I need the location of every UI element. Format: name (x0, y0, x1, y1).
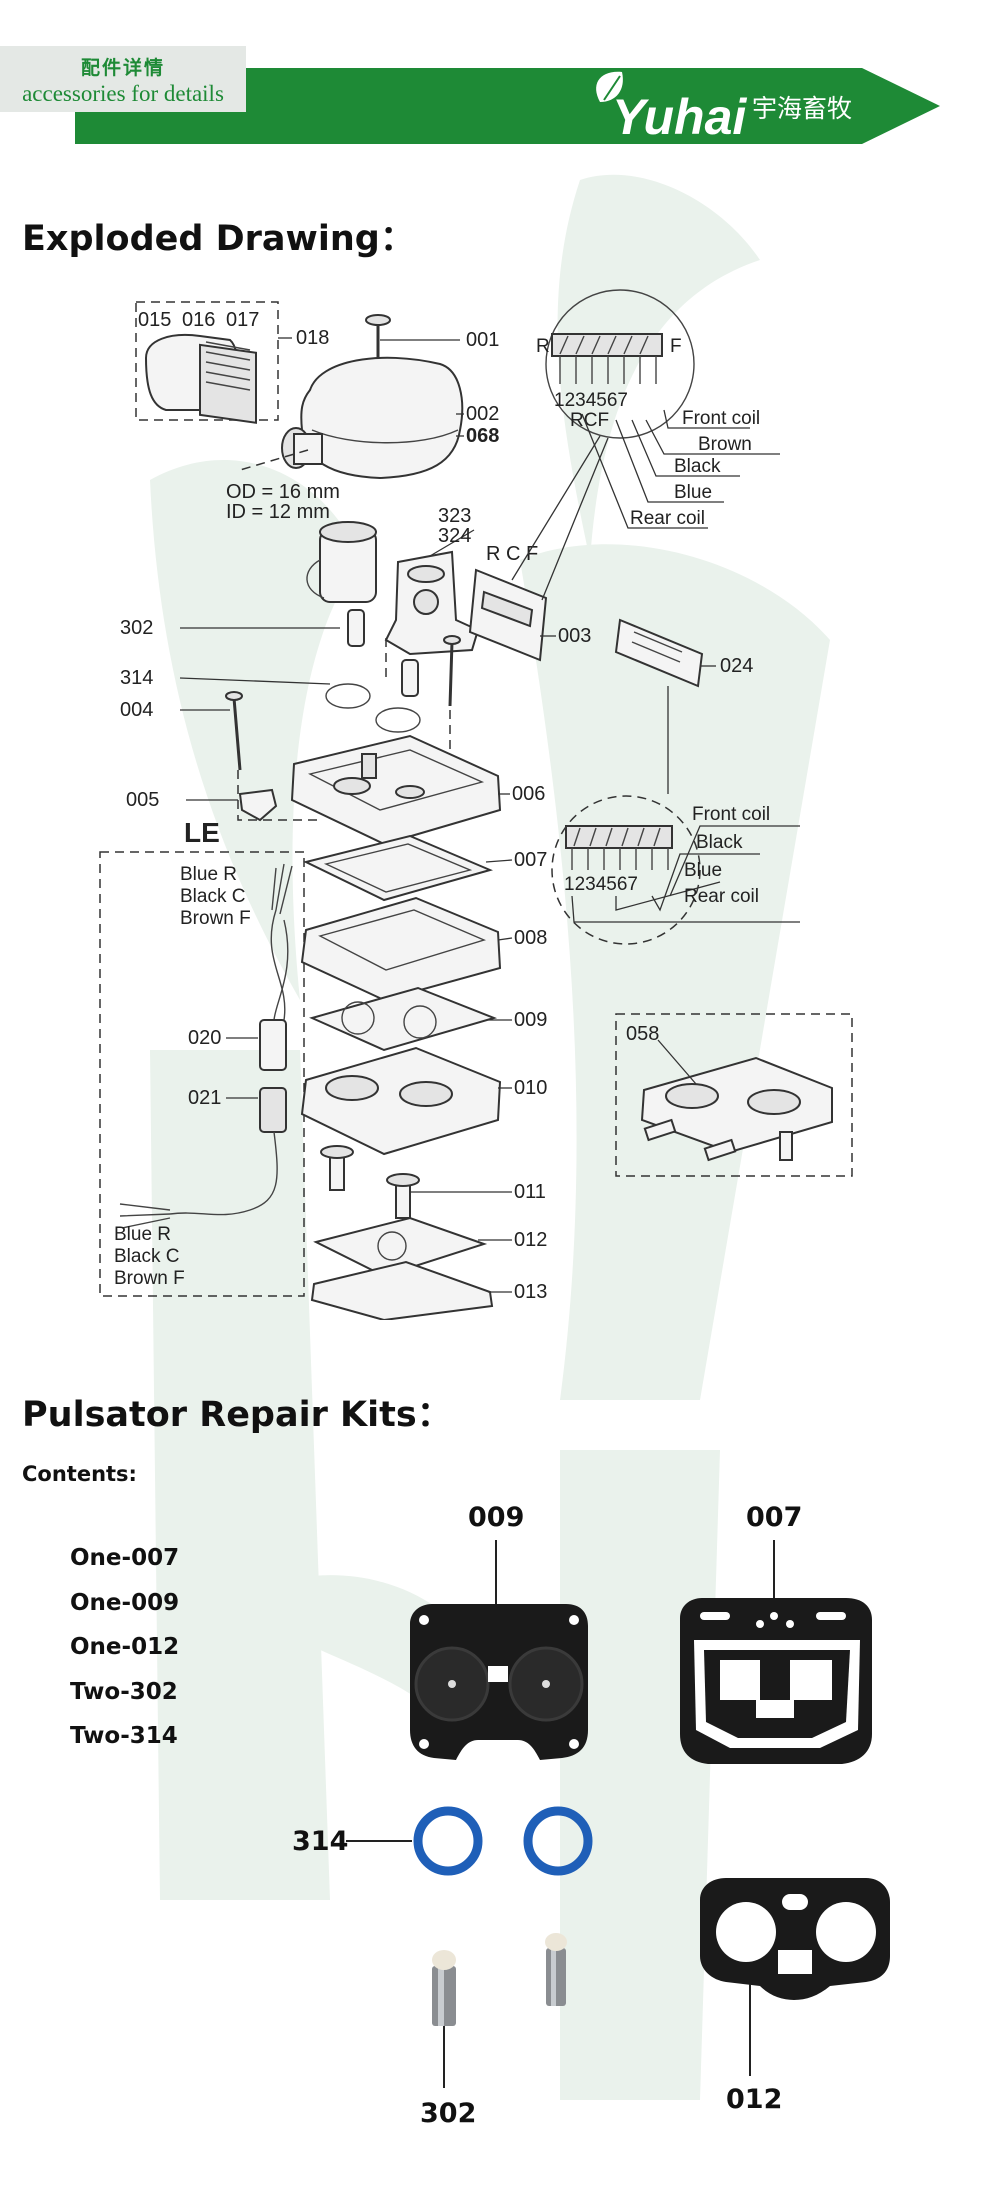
contents-label: Contents: (22, 1462, 137, 1486)
kit-label-009: 009 (468, 1502, 524, 1533)
label-012: 012 (514, 1229, 547, 1251)
legend-rear-coil-top: Rear coil (630, 508, 705, 529)
legend-black-top: Black (674, 456, 721, 477)
legend-black-bottom: Black (696, 832, 743, 853)
label-005: 005 (126, 789, 159, 811)
solenoid-part (306, 521, 480, 656)
wire-bottom-brown: Brown F (114, 1268, 185, 1289)
kit-label-012: 012 (726, 2084, 782, 2115)
label-011: 011 (514, 1181, 546, 1203)
header-banner: Yuhai 宇海畜牧 (75, 68, 940, 145)
wire-top-black: Black C (180, 886, 245, 907)
label-024: 024 (720, 655, 753, 677)
label-013: 013 (514, 1281, 547, 1303)
wire-bottom-blue: Blue R (114, 1224, 171, 1245)
label-323: 323 (438, 505, 471, 527)
wire-top-brown: Brown F (180, 908, 251, 929)
label-324: 324 (438, 525, 471, 547)
gasket-012 (700, 1878, 890, 2000)
details-badge: 配件详情 accessories for details (0, 46, 246, 112)
label-021: 021 (188, 1087, 221, 1109)
legend-blue-bottom: Blue (684, 860, 722, 881)
label-016: 016 (182, 309, 215, 331)
gasket-007 (680, 1598, 872, 1764)
label-302: 302 (120, 617, 153, 639)
label-003: 003 (558, 625, 591, 647)
label-015: 015 (138, 309, 171, 331)
label-004: 004 (120, 699, 153, 721)
contents-item: Two-314 (70, 1723, 178, 1749)
label-006: 006 (512, 783, 545, 805)
connector-detail-bottom: 1234567 Front coil Black Blue Rear coil (551, 795, 800, 945)
kit-label-007: 007 (746, 1502, 802, 1533)
leaf-icon (596, 71, 623, 102)
connector-top-pins: 1234567 (554, 390, 628, 411)
connector-top-f: F (670, 336, 682, 357)
label-314: 314 (120, 667, 153, 689)
exploded-drawing-title: Exploded Drawing： (22, 219, 415, 259)
connector-detail-top: R F 1234567 RCF Front coil Brown Black B… (536, 289, 780, 529)
spacer-302 (432, 1933, 567, 2026)
label-009: 009 (514, 1009, 547, 1031)
details-label-cn: 配件详情 (80, 57, 165, 79)
brand-name: Yuhai (612, 89, 747, 145)
legend-rear-coil-bottom: Rear coil (684, 886, 759, 907)
legend-front-coil-top: Front coil (682, 408, 760, 429)
contents-item: One-009 (70, 1589, 180, 1616)
filter-inset: 015 016 017 018 (135, 301, 329, 424)
contents-item: One-012 (70, 1634, 180, 1660)
label-002: 002 (466, 403, 499, 425)
connector-top-rcf: RCF (570, 410, 609, 431)
contents-item: One-007 (70, 1545, 180, 1571)
exploded-drawing: 015 016 017 018 001 002 068 OD = 16 mm I… (99, 289, 853, 1320)
legend-blue-top: Blue (674, 482, 712, 503)
label-010: 010 (514, 1077, 547, 1099)
kit-label-302: 302 (420, 2098, 476, 2129)
contents-item: Two-302 (70, 1678, 178, 1705)
part-005 (238, 788, 278, 822)
plate-003 (468, 568, 548, 662)
gasket-009 (410, 1604, 588, 1760)
legend-brown-top: Brown (698, 434, 752, 455)
inset-058: 058 (615, 1013, 853, 1177)
repair-kits-title: Pulsator Repair Kits： (22, 1395, 452, 1435)
plate-stack (300, 834, 502, 1320)
connector-top-r: R (536, 336, 550, 357)
wire-top-blue: Blue R (180, 864, 237, 885)
label-018: 018 (296, 327, 329, 349)
label-001: 001 (466, 329, 499, 351)
legend-front-coil-bottom: Front coil (692, 804, 770, 825)
label-020: 020 (188, 1027, 221, 1049)
base-006 (290, 734, 502, 846)
cover-part (281, 314, 464, 480)
brand-name-cn: 宇海畜牧 (752, 94, 852, 123)
wire-bottom-black: Black C (114, 1246, 179, 1267)
label-068: 068 (466, 425, 499, 447)
kit-label-314: 314 (292, 1826, 348, 1857)
ring-314 (413, 1806, 593, 1876)
label-058: 058 (626, 1023, 659, 1045)
inner-diameter-label: ID = 12 mm (226, 501, 330, 523)
label-007: 007 (514, 849, 547, 871)
cable-inset: LE Blue R Black C Brown F Blue R Black C… (99, 817, 305, 1297)
contents-list: One-007 One-009 One-012 Two-302 Two-314 (70, 1545, 179, 1768)
spacer-parts (225, 609, 461, 771)
outer-diameter-label: OD = 16 mm (226, 481, 340, 503)
details-label-en: accessories for details (22, 81, 224, 106)
banner-arrow (75, 68, 940, 144)
label-le: LE (184, 817, 220, 848)
label-017: 017 (226, 309, 259, 331)
connector-bottom-pins: 1234567 (564, 874, 638, 895)
board-024 (614, 618, 704, 688)
label-008: 008 (514, 927, 547, 949)
label-rcf-small: R C F (486, 543, 538, 565)
repair-kit-parts: 009 007 314 (292, 1502, 890, 2129)
